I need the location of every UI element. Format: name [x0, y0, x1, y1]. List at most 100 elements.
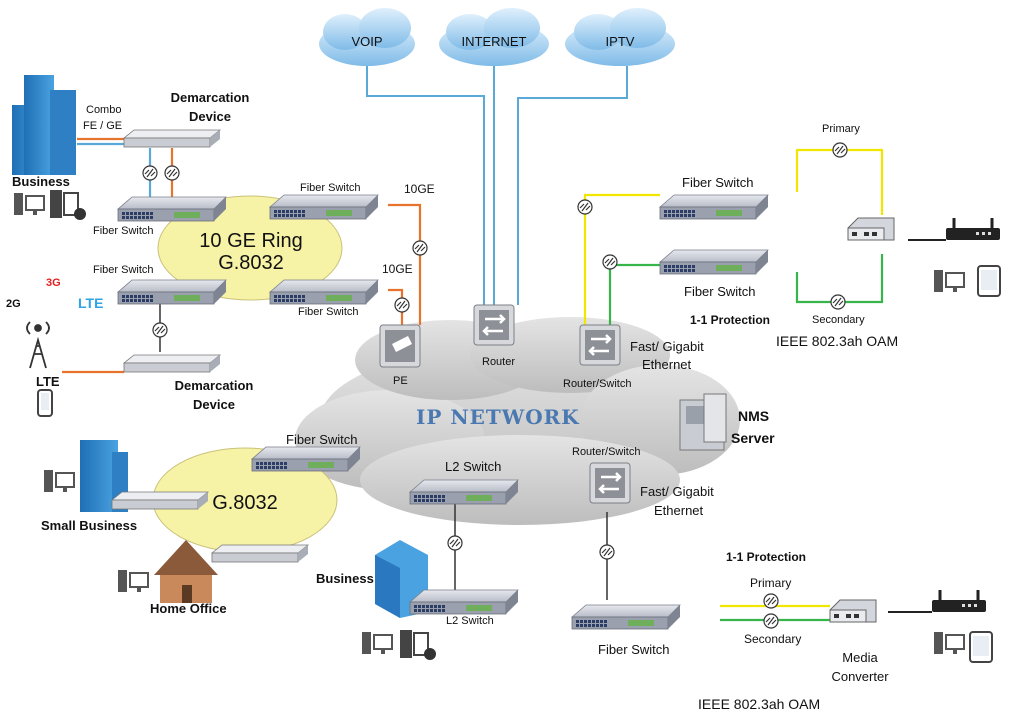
media-converter-top [847, 217, 895, 241]
ethernet-top-label: Ethernet [642, 357, 692, 372]
blue-links [77, 142, 152, 198]
fiber-switch-bottom-ring [251, 446, 361, 472]
fiber-switch-c-label: Fiber Switch [93, 264, 154, 276]
secondary-label-top: Secondary [812, 314, 865, 326]
link-icon [164, 165, 180, 181]
wifi-router-icon [930, 588, 988, 614]
computer-icon [933, 269, 965, 293]
oam-label-top: IEEE 802.3ah OAM [776, 333, 899, 349]
fiber-switch-bottom-right [571, 604, 681, 630]
fiber-switch-1-label: Fiber Switch [682, 175, 754, 190]
demarcation-device-1-label-2: Device [189, 109, 231, 124]
link-icon [832, 142, 848, 158]
ring-10ge-label: 10 GE Ring [199, 230, 303, 252]
2g-label: 2G [6, 298, 21, 310]
combo-label: Combo [86, 104, 122, 116]
fiber-switch-a [117, 196, 227, 222]
link-icon [763, 613, 779, 629]
fiber-switch-b-label: Fiber Switch [300, 182, 361, 194]
fast-gigabit-bottom-label: Fast/ Gigabit [640, 484, 714, 499]
home-office-house-icon [154, 540, 218, 603]
fiber-switch-c [117, 279, 227, 305]
small-business-label: Small Business [41, 518, 138, 533]
fiber-switch-d-label: Fiber Switch [298, 306, 359, 318]
converter-label: Converter [831, 669, 889, 684]
link-icon [152, 322, 168, 338]
10ge-label-2: 10GE [382, 262, 413, 276]
nms-label: NMS [738, 408, 770, 424]
demarcation-device-2-label: Demarcation [174, 378, 254, 393]
ip-phone-icon [400, 630, 436, 660]
fiber-switch-b [269, 194, 379, 220]
fe-ge-label: FE / GE [83, 120, 123, 132]
service-links [366, 66, 628, 305]
link-icon [599, 544, 615, 560]
fiber-switch-secondary [659, 249, 769, 275]
small-business-device [111, 491, 209, 510]
router-switch-top-label: Router/Switch [563, 378, 632, 390]
server-label: Server [731, 430, 775, 446]
secondary-label-bottom: Secondary [744, 632, 802, 646]
media-label: Media [842, 650, 878, 665]
pe-label: PE [393, 375, 408, 387]
link-icon [142, 165, 158, 181]
primary-label-top: Primary [822, 123, 860, 135]
computer-icon [361, 631, 393, 655]
home-office-device [211, 544, 309, 563]
media-converter-bottom [829, 599, 877, 623]
tablet-icon [977, 265, 1001, 297]
link-icon [394, 297, 410, 313]
10ge-label-1: 10GE [404, 182, 435, 196]
service-cloud-internet [439, 8, 549, 66]
demarcation-device-2-label-2: Device [193, 397, 235, 412]
fiber-switch-a-label: Fiber Switch [93, 225, 154, 237]
link-icon [763, 593, 779, 609]
primary-label-bottom: Primary [750, 576, 792, 590]
business-building-icon [12, 75, 76, 175]
protection-label-bottom: 1-1 Protection [726, 550, 807, 564]
computer-icon [117, 569, 149, 593]
lte-label: LTE [36, 374, 60, 389]
iptv-label: IPTV [605, 34, 635, 49]
link-icon [447, 535, 463, 551]
access-links [62, 137, 422, 374]
fiber-switch-bottom-right-label: Fiber Switch [598, 642, 670, 657]
l2-switch-1-label: L2 Switch [445, 459, 502, 474]
computer-icon [43, 469, 75, 493]
fiber-switch-d [269, 279, 379, 305]
ring-10ge [157, 195, 343, 301]
ip-network-title: IP NETWORK [416, 405, 580, 429]
home-office-label: Home Office [150, 601, 227, 616]
fiber-switch-bottom-ring-label: Fiber Switch [286, 432, 358, 447]
oam-label-bottom: IEEE 802.3ah OAM [698, 696, 821, 712]
link-icon [602, 254, 618, 270]
demarcation-device-2 [123, 354, 221, 373]
service-cloud-voip [319, 8, 415, 66]
fast-gigabit-top-label: Fast/ Gigabit [630, 339, 704, 354]
l2-switch-2-label: L2 Switch [446, 615, 494, 627]
router [472, 303, 516, 347]
nms-server-icon [679, 393, 727, 451]
router-switch-bottom [588, 461, 632, 505]
router-label: Router [482, 356, 516, 368]
3g-label: 3G [46, 277, 61, 289]
ip-phone-icon [50, 190, 86, 220]
link-icon [577, 199, 593, 215]
fiber-switch-2-label: Fiber Switch [684, 284, 756, 299]
wifi-router-icon [944, 216, 1002, 242]
computer-icon [13, 192, 45, 216]
tablet-icon [969, 631, 993, 663]
ring-g8032-bottom-label: G.8032 [212, 492, 278, 514]
l2-switch-2 [409, 589, 519, 615]
lte-badge: LTE [78, 295, 104, 311]
mobile-phone-icon [37, 389, 53, 417]
demarcation-device-1 [123, 129, 221, 148]
small-business-building-icon [80, 440, 128, 512]
computer-icon [933, 631, 965, 655]
voip-label: VOIP [351, 34, 383, 49]
business-label: Business [12, 174, 70, 189]
internet-label: INTERNET [461, 34, 527, 49]
router-switch-top [578, 323, 622, 367]
pe-router [379, 324, 421, 368]
